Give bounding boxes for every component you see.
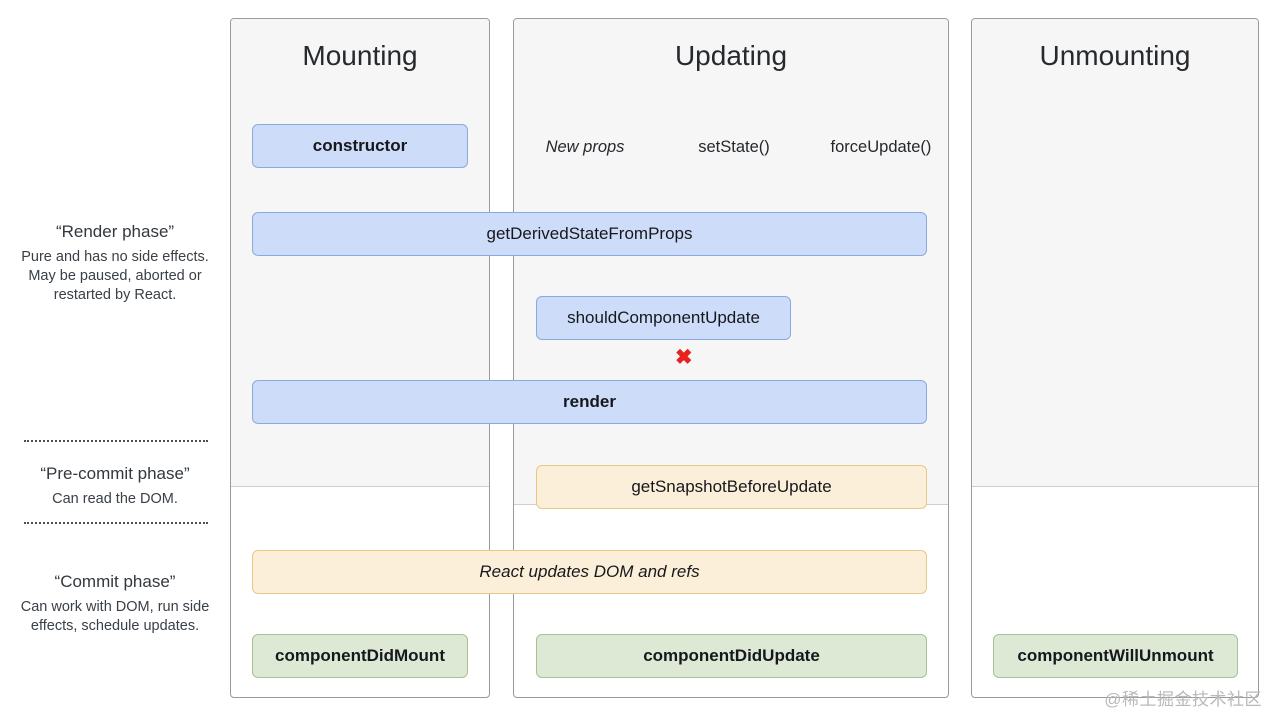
node-react-updates-dom-and-refs[interactable]: React updates DOM and refs <box>252 550 927 594</box>
legend-render-phase: “Render phase” Pure and has no side effe… <box>14 220 216 305</box>
legend-divider-top <box>24 440 208 442</box>
watermark: @稀土掘金技术社区 <box>1104 690 1262 709</box>
legend-commit-phase: “Commit phase” Can work with DOM, run si… <box>14 570 216 636</box>
panel-updating-title: Updating <box>674 40 788 71</box>
panel-unmounting-render-region <box>972 19 1258 487</box>
trigger-set-state: setState() <box>698 138 770 156</box>
panel-unmounting: Unmounting <box>971 18 1259 698</box>
trigger-new-props: New props <box>545 138 625 156</box>
legend-render-phase-title: “Render phase” <box>55 222 175 241</box>
node-should-component-update[interactable]: shouldComponentUpdate <box>536 296 791 340</box>
panel-updating: Updating <box>513 18 949 698</box>
legend-divider-bottom <box>24 522 208 524</box>
node-component-will-unmount[interactable]: componentWillUnmount <box>993 634 1238 678</box>
panel-mounting: Mounting <box>230 18 490 698</box>
legend-render-phase-body: Pure and has no side effects. May be pau… <box>21 249 209 303</box>
node-component-did-mount[interactable]: componentDidMount <box>252 634 468 678</box>
node-render[interactable]: render <box>252 380 927 424</box>
node-constructor[interactable]: constructor <box>252 124 468 168</box>
legend-precommit-phase-title: “Pre-commit phase” <box>40 464 190 483</box>
panel-mounting-title: Mounting <box>302 40 418 71</box>
panel-unmounting-title: Unmounting <box>1039 40 1191 71</box>
node-get-snapshot-before-update[interactable]: getSnapshotBeforeUpdate <box>536 465 927 509</box>
legend-precommit-phase-body: Can read the DOM. <box>52 491 178 507</box>
panel-updating-render-region <box>514 19 948 505</box>
trigger-force-update: forceUpdate() <box>830 138 932 156</box>
legend-commit-phase-body: Can work with DOM, run side effects, sch… <box>20 599 210 634</box>
legend-commit-phase-title: “Commit phase” <box>54 572 176 591</box>
skip-render-cross-icon: ✖ <box>675 346 693 369</box>
node-component-did-update[interactable]: componentDidUpdate <box>536 634 927 678</box>
node-get-derived-state-from-props[interactable]: getDerivedStateFromProps <box>252 212 927 256</box>
legend-precommit-phase: “Pre-commit phase” Can read the DOM. <box>14 462 216 509</box>
